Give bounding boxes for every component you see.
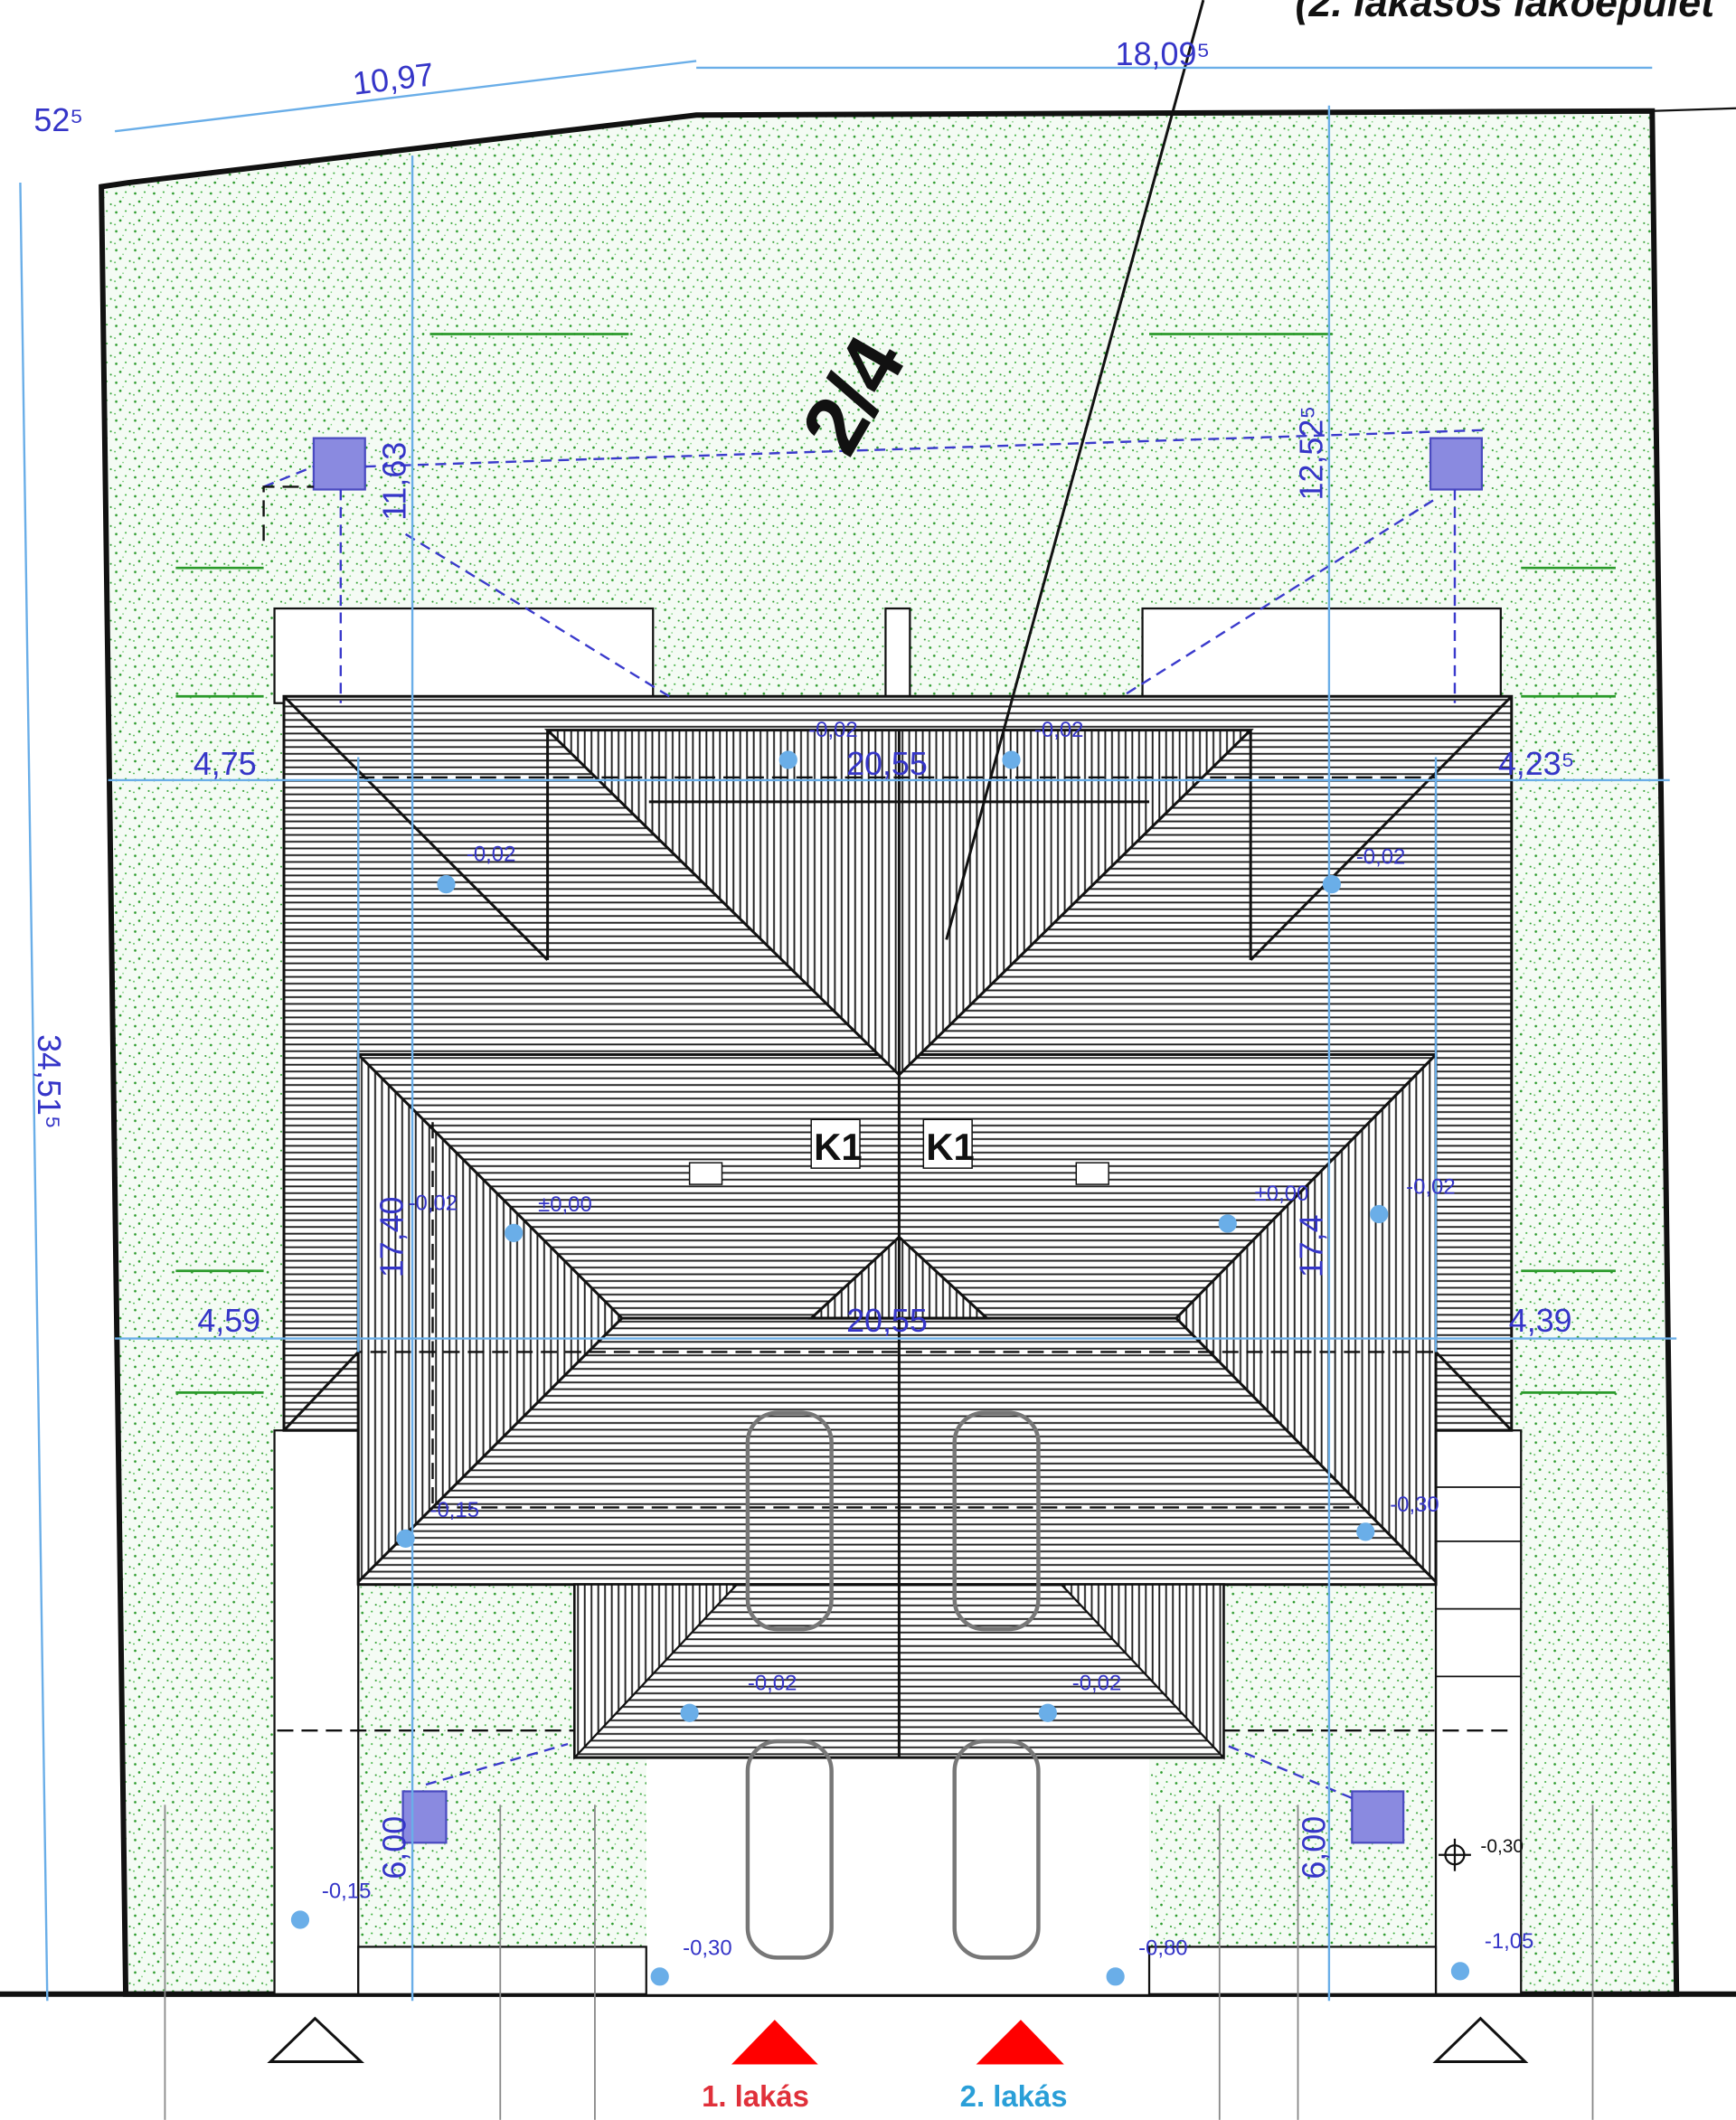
shrub-symbols bbox=[175, 333, 1616, 1394]
dimension-lines bbox=[19, 60, 1677, 2002]
entry-triangle-icon bbox=[1432, 2016, 1529, 2064]
dim-rear-right: 6,00 bbox=[1296, 1816, 1332, 1880]
level-marker-icons bbox=[290, 750, 1470, 1986]
level-label: -0,02 bbox=[1034, 718, 1084, 742]
dim-top-right: 18,09⁵ bbox=[1116, 36, 1211, 72]
dim-depth-right: 17,4 bbox=[1293, 1214, 1329, 1277]
level-label: -1,05 bbox=[1485, 1929, 1534, 1954]
dim-row2-mid: 20,55 bbox=[846, 1303, 928, 1339]
level-label: ±0,00 bbox=[538, 1192, 592, 1217]
dimension-labels: 52⁵ 10,97 18,09⁵ 34,51⁵ 11,63 12,52⁵ 4,7… bbox=[31, 36, 1575, 1880]
drain-boxes bbox=[312, 437, 1483, 1844]
dim-depth-left: 17,40 bbox=[374, 1196, 410, 1277]
level-labels: -0,02 -0,02 -0,02 -0,02 -0,02 -0,02 ±0,0… bbox=[322, 718, 1533, 1960]
level-label: -0,30 bbox=[683, 1936, 732, 1960]
entrance-label-1: 1. lakás bbox=[702, 2079, 809, 2113]
stairs bbox=[1436, 1486, 1522, 1678]
dim-row1-mid: 20,55 bbox=[846, 746, 928, 782]
dim-row2-left: 4,59 bbox=[197, 1303, 260, 1339]
paved-areas bbox=[273, 607, 1523, 1995]
level-label: -0,02 bbox=[1356, 845, 1406, 870]
level-label: -0,80 bbox=[1138, 1936, 1188, 1960]
utility-lines bbox=[164, 1804, 1594, 2120]
dim-front-right: 12,52⁵ bbox=[1293, 406, 1329, 501]
entry-triangle-icon bbox=[267, 2016, 365, 2064]
dim-row1-right: 4,23⁵ bbox=[1498, 746, 1575, 782]
level-label: -0,02 bbox=[1406, 1175, 1456, 1200]
entrance-arrow-icon bbox=[976, 2020, 1064, 2065]
level-label: -0,30 bbox=[1480, 1836, 1524, 1857]
level-label: -0,02 bbox=[808, 718, 858, 742]
crosshair-icon bbox=[1439, 1838, 1471, 1871]
roof-label-k1-left: K1 bbox=[814, 1126, 863, 1168]
entrance-label-2: 2. lakás bbox=[960, 2079, 1068, 2113]
level-label: -0,02 bbox=[409, 1191, 458, 1215]
level-label: -0,30 bbox=[1390, 1493, 1439, 1517]
neighbour-boundary bbox=[1652, 107, 1736, 112]
level-label: -0,15 bbox=[322, 1880, 372, 1904]
pointer-line bbox=[945, 0, 1205, 940]
level-label: -0,15 bbox=[430, 1498, 480, 1522]
roof-label-k1-right: K1 bbox=[926, 1126, 975, 1168]
dim-left-total: 34,51⁵ bbox=[31, 1034, 67, 1129]
dim-rear-left: 6,00 bbox=[377, 1816, 413, 1880]
entrance-arrow-icon bbox=[731, 2020, 818, 2065]
level-label: -0,02 bbox=[748, 1671, 797, 1695]
drain-lines bbox=[263, 429, 1487, 1800]
dim-top-left-small: 52⁵ bbox=[33, 102, 83, 138]
car-icons bbox=[745, 1410, 1041, 1960]
level-label: -0,02 bbox=[1072, 1671, 1122, 1695]
dim-row1-left: 4,75 bbox=[193, 746, 257, 782]
dim-row2-right: 4,39 bbox=[1509, 1303, 1572, 1339]
level-label: -0,02 bbox=[467, 843, 515, 867]
roof-plan: K1 K1 bbox=[277, 694, 1514, 1760]
dim-front-left: 11,63 bbox=[377, 442, 413, 521]
building-title: (2. lakásos lakóépület bbox=[1296, 0, 1717, 25]
level-label: ±0,00 bbox=[1255, 1182, 1309, 1206]
